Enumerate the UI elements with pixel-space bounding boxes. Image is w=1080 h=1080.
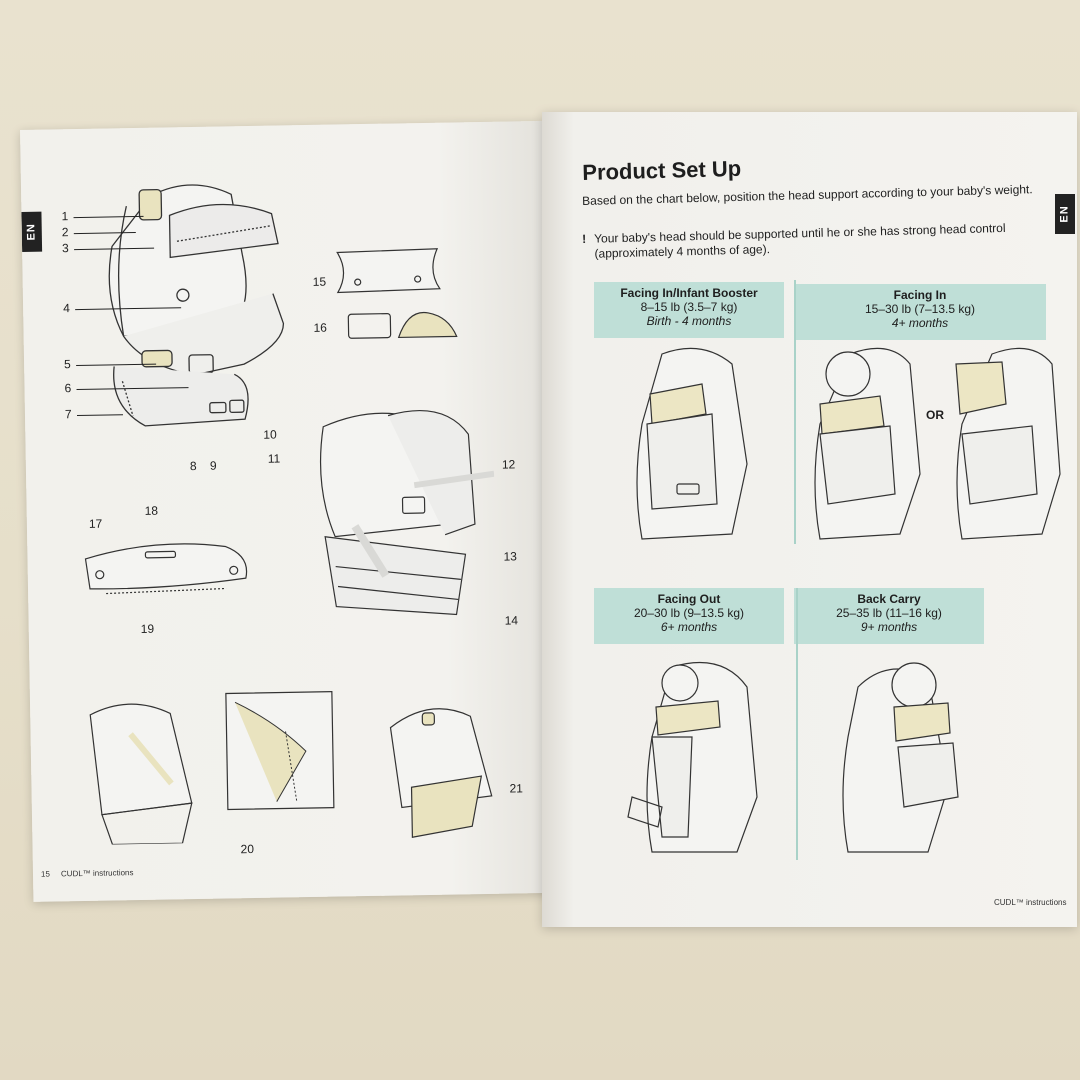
bolster-diagram [84,543,248,595]
callout-19: 19 [140,621,155,636]
left-footer: CUDL™ instructions [60,868,134,879]
wearer-illustration-b [389,708,493,838]
callout-13: 13 [503,549,517,564]
warning-text: Your baby's head should be supported unt… [593,220,1006,261]
callout-5: 5 [63,357,71,372]
callout-18: 18 [144,503,159,518]
callout-8: 8 [189,458,197,474]
callout-15: 15 [312,274,327,289]
callout-16: 16 [313,320,327,335]
figure-back-carry [842,662,959,853]
figure-facing-in-b [955,347,1061,540]
callout-10: 10 [263,427,277,442]
head-support-parts [336,248,458,339]
figure-facing-in-a [814,347,921,540]
callout-2: 2 [61,225,69,240]
callout-4: 4 [62,301,70,316]
page-number: 15 [40,869,50,879]
callout-20: 20 [240,842,255,857]
callout-11: 11 [267,451,281,466]
callout-6: 6 [64,381,72,396]
right-footer: CUDL™ instructions [994,898,1067,907]
callout-9: 9 [209,458,217,473]
figure-facing-in-infant [636,347,748,540]
callout-1: 1 [61,209,69,224]
position-header-1: Facing In/Infant Booster 8–15 lb (3.5–7 … [594,282,784,338]
position-header-2: Facing In 15–30 lb (7–13.5 kg) 4+ months [794,284,1046,340]
page-title: Product Set Up [582,155,742,185]
position-header-3: Facing Out 20–30 lb (9–13.5 kg) 6+ month… [594,588,784,644]
right-page: EN Product Set Up Based on the chart bel… [542,112,1077,927]
callout-12: 12 [501,457,516,472]
callout-7: 7 [64,407,72,422]
callout-14: 14 [504,613,519,628]
language-tab-right: EN [1055,194,1075,234]
position-header-4: Back Carry 25–35 lb (11–16 kg) 9+ months [794,588,984,644]
warning-note: ! Your baby's head should be supported u… [582,220,1043,262]
zipper-closeup [225,691,335,811]
carrier-diagram-main [108,184,285,427]
callout-21: 21 [509,781,524,796]
or-label: OR [926,408,944,422]
left-page: EN 1 2 3 4 5 6 7 8 9 [20,120,556,902]
callout-3: 3 [61,241,69,256]
warning-mark: ! [582,231,587,246]
callout-17: 17 [88,516,103,531]
figure-facing-out [627,661,758,853]
language-tab: EN [21,211,43,252]
intro-text: Based on the chart below, position the h… [582,182,1033,208]
wearer-illustration-a [89,703,193,846]
carrier-diagram-back [319,409,495,616]
